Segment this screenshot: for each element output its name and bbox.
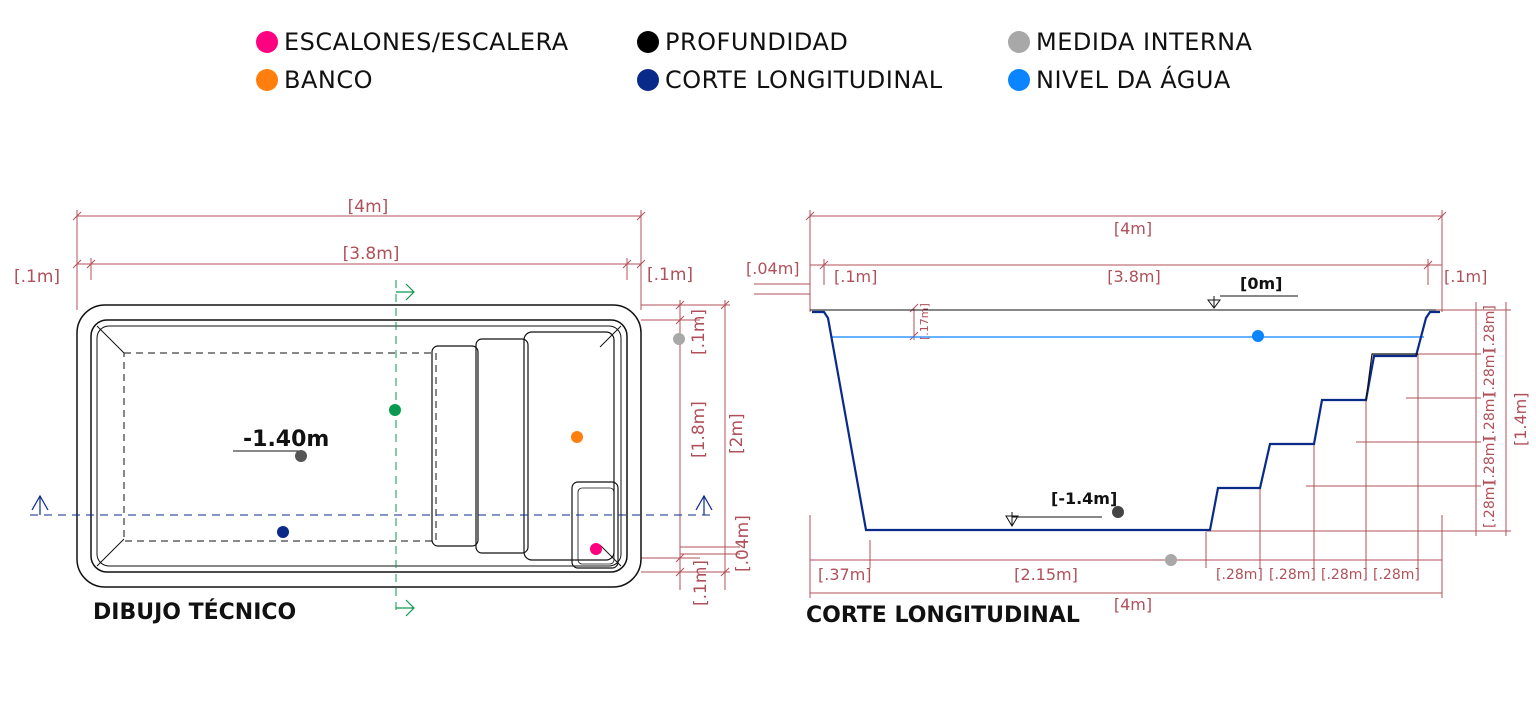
plan-drawing: [4m] [3.8m] [.1m] [.1m] [.1m] [1.8m] [2m… — [14, 197, 753, 617]
section-dimensions — [754, 210, 1511, 598]
profundidad-marker — [1112, 506, 1124, 518]
dim-inner-width: [3.8m] — [343, 244, 400, 264]
section-level-lines — [810, 295, 1436, 527]
centerline-marker — [389, 404, 401, 416]
section-drawing: [4m] [3.8m] [.04m] [.1m] [.1m] [.17m] [1… — [746, 210, 1530, 614]
dim-right-margin: [.1m] — [1444, 267, 1487, 286]
section-labels: [4m] [3.8m] [.04m] [.1m] [.1m] [.17m] [1… — [746, 219, 1530, 614]
dim-total-width: [4m] — [348, 197, 389, 217]
dim-left-margin: [.1m] — [834, 267, 877, 286]
dim-inner: [3.8m] — [1107, 267, 1161, 286]
legend-item-banco: BANCO — [256, 66, 373, 94]
riser-label-2: [.28m] — [1482, 349, 1498, 396]
section-step-fill — [1365, 353, 1418, 401]
dim-total-top: [4m] — [1114, 219, 1152, 238]
legend-label: NIVEL DA ÁGUA — [1036, 66, 1231, 94]
freeboard-label: [.17m] — [918, 303, 931, 340]
profundidad-dot-icon — [637, 31, 659, 53]
medida-dot-icon — [1008, 31, 1030, 53]
plan-caption: DIBUJO TÉCNICO — [93, 600, 297, 625]
legend-item-profundidad: PROFUNDIDAD — [637, 28, 848, 56]
dim-left-margin: [.1m] — [14, 267, 60, 287]
dim-right-margin: [.1m] — [647, 265, 693, 285]
riser-label-3: [.28m] — [1482, 393, 1498, 440]
banco-marker — [571, 431, 583, 443]
tread-label-3: [.28m] — [1321, 567, 1368, 583]
dim-floor: [2.15m] — [1014, 565, 1078, 584]
legend-item-corte: CORTE LONGITUDINAL — [637, 66, 943, 94]
dim-total-depth: [1.4m] — [1511, 392, 1530, 446]
riser-label-1: [.28m] — [1482, 305, 1498, 352]
legend-label: BANCO — [284, 66, 373, 94]
profundidad-marker — [295, 450, 307, 462]
legend: ESCALONES/ESCALERA BANCO PROFUNDIDAD COR… — [250, 22, 1310, 102]
legend-item-escalones: ESCALONES/ESCALERA — [256, 28, 569, 56]
legend-label: MEDIDA INTERNA — [1036, 28, 1253, 56]
nivel-marker — [1252, 330, 1264, 342]
level-zero-label: [0m] — [1240, 274, 1282, 293]
plan-markers — [233, 333, 685, 555]
section-caption: CORTE LONGITUDINAL — [806, 603, 1080, 628]
legend-label: CORTE LONGITUDINAL — [665, 66, 943, 94]
tread-label-4: [.28m] — [1373, 567, 1420, 583]
escalones-dot-icon — [256, 31, 278, 53]
legend-label: ESCALONES/ESCALERA — [284, 28, 569, 56]
plan-dimensions — [72, 210, 740, 590]
plan-labels: [4m] [3.8m] [.1m] [.1m] [.1m] [1.8m] [2m… — [14, 197, 753, 606]
dim-total-length: [2m] — [727, 413, 747, 454]
legend-label: PROFUNDIDAD — [665, 28, 849, 56]
banco-dot-icon — [256, 69, 278, 91]
plan-pool-outline — [76, 304, 642, 588]
medida-marker — [1165, 554, 1177, 566]
plan-floor-dashed — [123, 352, 437, 542]
escalones-marker — [590, 543, 602, 555]
tread-label-2: [.28m] — [1269, 567, 1316, 583]
dim-bottom-margin: [.1m] — [691, 560, 711, 606]
legend-item-nivel: NIVEL DA ÁGUA — [1008, 66, 1231, 94]
corte-marker — [277, 526, 289, 538]
legend-item-medida: MEDIDA INTERNA — [1008, 28, 1252, 56]
section-markers — [1112, 330, 1264, 566]
corte-dot-icon — [637, 69, 659, 91]
floor-level-label: [-1.4m] — [1051, 489, 1117, 508]
tread-label-1: [.28m] — [1216, 567, 1263, 583]
riser-label-4: [.28m] — [1482, 437, 1498, 484]
plan-section-lines — [30, 280, 713, 617]
dim-inner-length: [1.8m] — [689, 401, 709, 458]
plan-depth-label: -1.40m — [243, 427, 329, 452]
section-profile — [812, 310, 1440, 532]
riser-label-5: [.28m] — [1482, 481, 1498, 528]
nivel-dot-icon — [1008, 69, 1030, 91]
dim-slope: [.37m] — [818, 565, 872, 584]
plan-steps — [431, 331, 619, 569]
dim-lip: [.04m] — [746, 259, 800, 278]
medida-marker — [673, 333, 685, 345]
dim-lip: [.04m] — [733, 515, 753, 572]
dim-top-margin: [.1m] — [689, 309, 709, 355]
dim-total-bottom: [4m] — [1114, 595, 1152, 614]
